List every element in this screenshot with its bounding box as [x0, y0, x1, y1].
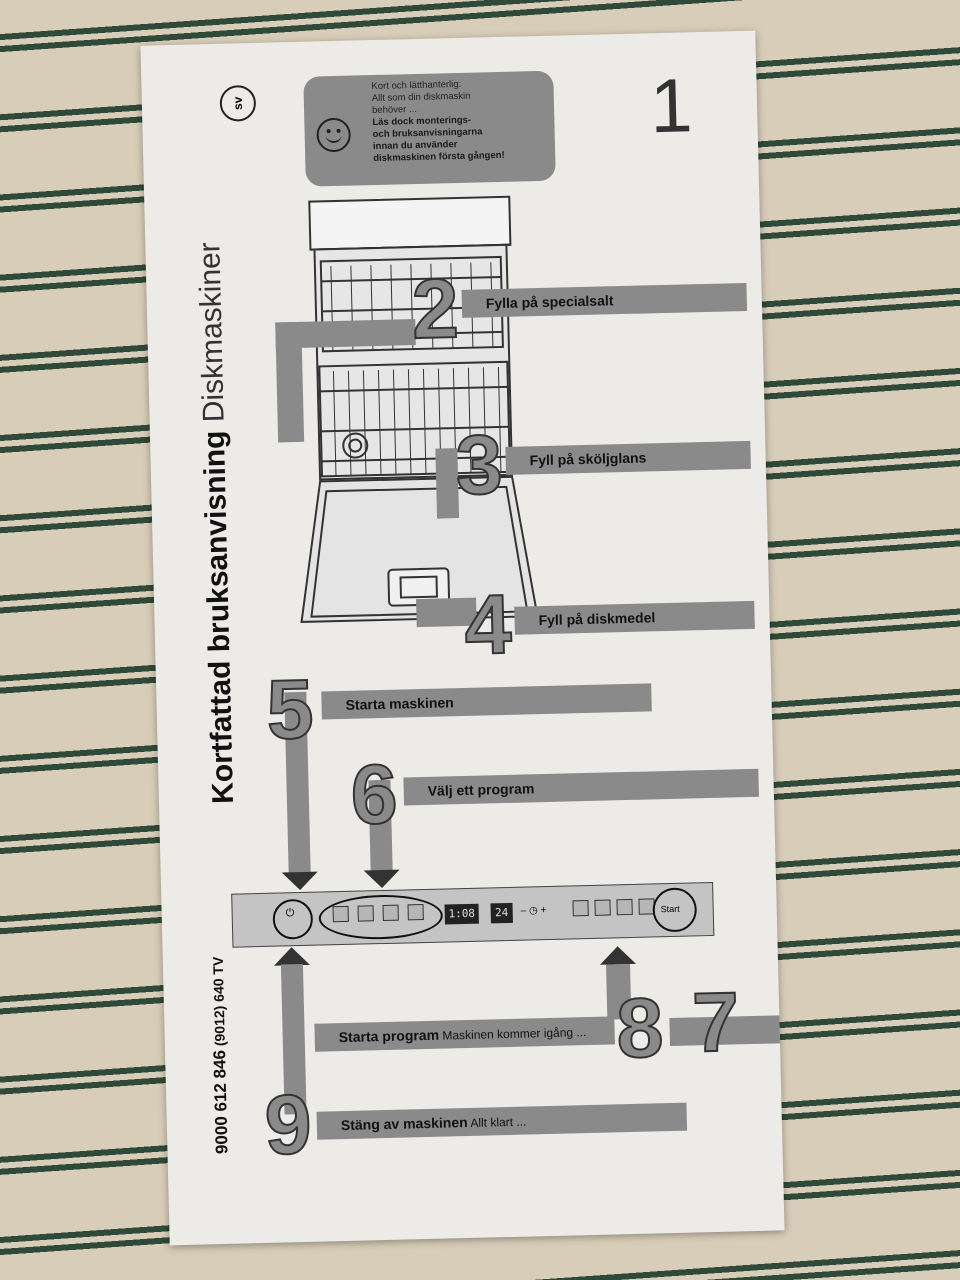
info-box: Kort och lätthanterlig: Allt som din dis…: [303, 70, 556, 187]
title-bold: Kortfattad bruksanvisning: [197, 430, 240, 805]
step-2-number: 2: [410, 260, 461, 357]
step-3-number: 3: [454, 416, 505, 513]
power-icon[interactable]: ⏻: [285, 907, 295, 920]
page-number: 1: [649, 63, 694, 150]
program-button[interactable]: [407, 904, 424, 921]
step-8-title: Starta program: [338, 1026, 440, 1046]
step-6-number: 6: [349, 746, 400, 843]
doc-number-main: 9000 612 846: [209, 1049, 232, 1155]
title-light: Diskmaskiner: [193, 241, 231, 432]
start-button[interactable]: Start: [660, 903, 680, 915]
step-2-connector-h: [275, 319, 416, 349]
delay-display: 24: [490, 902, 513, 924]
document-number: 9000 612 846 (9012) 640 TV: [208, 956, 233, 1154]
step-9-subtitle: Allt klart ...: [467, 1114, 527, 1131]
instruction-sheet: sv Kortfattad bruksanvisning Diskmaskine…: [140, 30, 785, 1246]
dishwasher-illustration: [300, 195, 539, 623]
info-text: Kort och lätthanterlig: Allt som din dis…: [371, 78, 504, 165]
step-7-number: 7: [690, 973, 741, 1070]
step-8-arrow-icon: [599, 945, 637, 965]
step-6-arrow-icon: [363, 869, 401, 889]
language-badge: sv: [219, 84, 257, 122]
step-9-arrow-icon: [273, 946, 310, 966]
step-8-label: Starta program Maskinen kommer igång ...: [314, 1016, 615, 1052]
control-panel: ⏻ 1:08 24 – ◷ + Start: [231, 881, 715, 948]
option-button[interactable]: [572, 900, 589, 917]
info-line: diskmaskinen första gången!: [373, 149, 505, 165]
step-5-label: Starta maskinen: [321, 683, 652, 720]
step-2-label: Fylla på specialsalt: [461, 282, 748, 318]
time-display: 1:08: [444, 903, 479, 925]
step-4-number: 4: [463, 576, 514, 673]
step-5-arrow-icon: [281, 871, 319, 891]
step-8-subtitle: Maskinen kommer igång ...: [438, 1025, 587, 1043]
step-9-label: Stäng av maskinen Allt klart ...: [316, 1102, 688, 1140]
program-button[interactable]: [332, 905, 349, 923]
step-8-number: 8: [614, 979, 665, 1076]
program-button[interactable]: [382, 904, 399, 922]
step-9-title: Stäng av maskinen: [340, 1114, 468, 1134]
step-6-label: Välj ett program: [403, 768, 759, 806]
timer-controls[interactable]: – ◷ +: [520, 905, 547, 917]
doc-number-suffix: (9012) 640 TV: [209, 956, 228, 1051]
program-button[interactable]: [357, 905, 374, 922]
step-9-number: 9: [263, 1076, 314, 1173]
option-button[interactable]: [594, 899, 611, 916]
step-4-label: Fyll på diskmedel: [514, 600, 755, 635]
smiley-icon: [316, 117, 352, 153]
option-button[interactable]: [616, 898, 633, 916]
step-5-number: 5: [265, 661, 316, 758]
document-title: Kortfattad bruksanvisning Diskmaskiner: [193, 242, 241, 804]
step-3-label: Fyll på sköljglans: [505, 440, 751, 475]
